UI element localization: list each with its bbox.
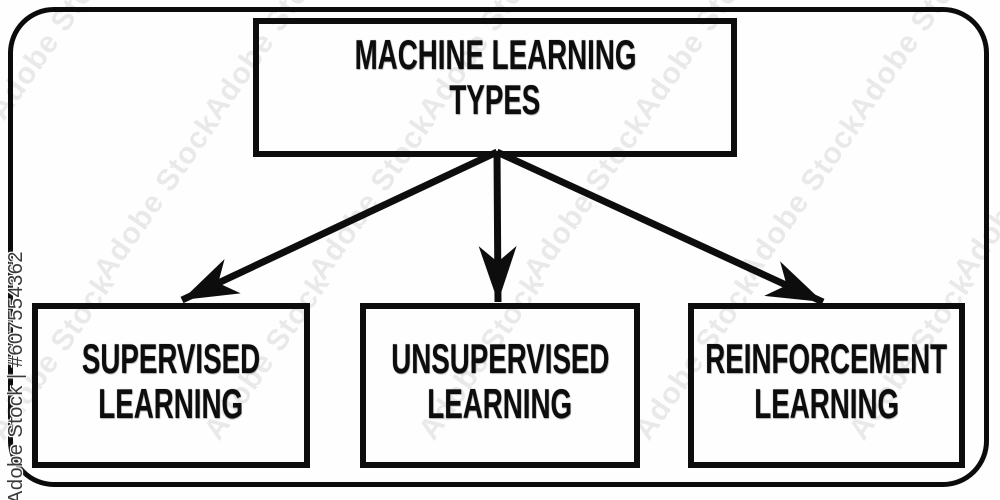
node-unsupervised-learning: UNSUPERVISED LEARNING bbox=[360, 303, 640, 468]
node-machine-learning-types: MACHINE LEARNING TYPES bbox=[253, 18, 737, 157]
node-reinforcement-learning: REINFORCEMENT LEARNING bbox=[688, 303, 965, 468]
node-title-line: MACHINE LEARNING bbox=[354, 30, 636, 78]
node-title-line: LEARNING bbox=[427, 379, 573, 427]
node-title-line: SUPERVISED bbox=[81, 334, 261, 382]
node-title-line: LEARNING bbox=[98, 379, 244, 427]
node-title-line: REINFORCEMENT bbox=[705, 334, 948, 382]
watermark-stock-id: Adobe Stock | #607554362 bbox=[5, 251, 27, 500]
node-supervised-learning: SUPERVISED LEARNING bbox=[32, 303, 310, 468]
node-title-line: UNSUPERVISED bbox=[390, 334, 610, 382]
outer-border-frame bbox=[8, 7, 989, 487]
node-title-line: LEARNING bbox=[754, 379, 899, 427]
node-title-line: TYPES bbox=[449, 75, 541, 123]
